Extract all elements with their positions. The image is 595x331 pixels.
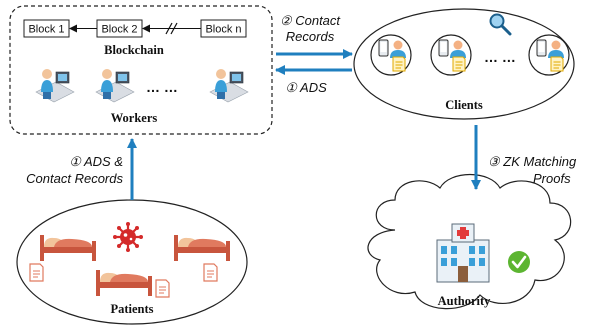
blockchain-title: Blockchain [104, 43, 164, 57]
magnifier-icon [489, 13, 512, 36]
label-ads-contact-line1: ① ADS & [69, 154, 123, 169]
blockchain-workers-group: Block 1 Block 2 Block n Blockchain … … W… [9, 5, 273, 135]
label-zk-line1: ③ ZK Matching [488, 154, 577, 169]
clients-group: … … Clients [353, 8, 575, 120]
block-2-label: Block 2 [101, 24, 137, 36]
clients-ellipsis: … … [484, 49, 516, 65]
record-doc-icon [203, 263, 218, 282]
clients-title: Clients [445, 98, 483, 112]
label-zk-line2: Proofs [533, 171, 571, 186]
label-contact-line2: Records [286, 29, 335, 44]
record-doc-icon [29, 263, 44, 282]
chain-break-mark-2 [170, 22, 178, 35]
record-doc-icon [155, 279, 170, 298]
workers-ellipsis: … … [146, 79, 178, 95]
block-n-label: Block n [205, 24, 241, 36]
check-icon [508, 251, 530, 273]
virus-icon [113, 222, 143, 252]
patients-group: Patients [16, 199, 248, 325]
authority-title: Authority [438, 294, 492, 308]
workers-title: Workers [111, 111, 158, 125]
chain-break-mark [165, 22, 173, 35]
patients-title: Patients [110, 302, 153, 316]
label-ads: ① ADS [285, 80, 327, 95]
label-ads-contact-line2: Contact Records [26, 171, 123, 186]
block-1-label: Block 1 [28, 24, 64, 36]
authority-group: Authority [367, 173, 572, 310]
workers-dashed-box [9, 5, 273, 135]
label-contact-line1: ② Contact [280, 13, 341, 28]
hospital-icon [436, 223, 490, 283]
